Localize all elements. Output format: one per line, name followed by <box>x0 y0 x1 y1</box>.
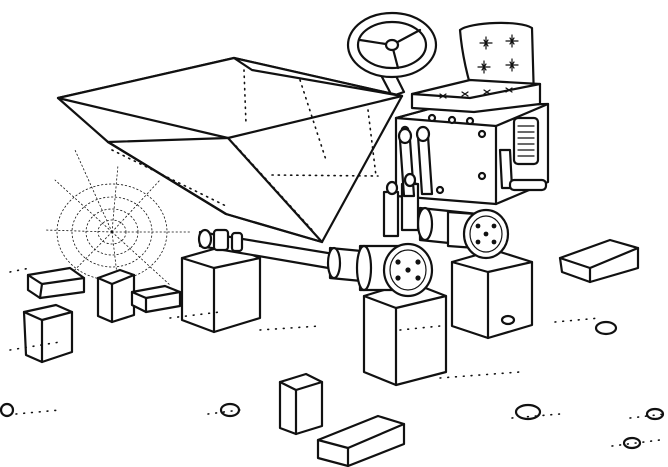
engine-vent <box>512 116 540 166</box>
support-block-right <box>450 248 534 340</box>
stone-block-left-3 <box>130 284 182 314</box>
hopper <box>56 56 404 244</box>
pebble-5 <box>622 436 642 450</box>
seat <box>410 21 542 114</box>
seat-cushion-stars <box>439 34 519 99</box>
axle-rear <box>416 206 480 250</box>
stone-block-front-flat <box>316 414 406 467</box>
pebble-7 <box>0 402 15 418</box>
stone-block-left-4 <box>22 303 74 364</box>
pebble-2 <box>594 320 618 336</box>
control-levers <box>382 125 434 238</box>
stone-block-front-upright <box>278 372 324 436</box>
stone-block-right <box>558 238 640 284</box>
pebble-6 <box>645 407 665 421</box>
ground-stipple <box>9 267 666 447</box>
wheel-hub-front <box>382 242 434 298</box>
pebble-3 <box>219 402 241 418</box>
spider-web <box>44 149 191 301</box>
stone-block-left-1 <box>26 266 86 300</box>
crank-handle <box>498 148 548 192</box>
support-block-left <box>180 243 262 334</box>
pebble-1 <box>500 314 516 326</box>
wheel-hub-rear <box>462 208 510 260</box>
steering-wheel <box>346 11 438 98</box>
support-block-center <box>362 280 448 387</box>
pebble-4 <box>514 403 542 421</box>
stone-block-left-2 <box>96 268 136 324</box>
